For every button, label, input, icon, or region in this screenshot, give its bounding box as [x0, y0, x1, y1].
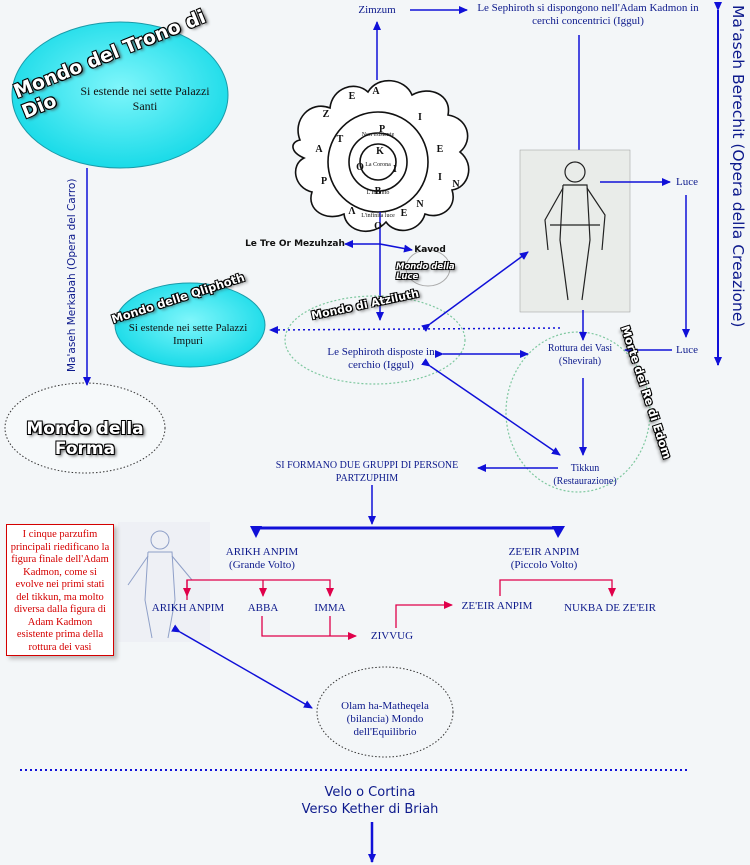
olam-ellipse — [316, 666, 454, 758]
circle-letter: Ι — [393, 164, 397, 175]
sephiroth-circle-drawing — [292, 79, 470, 232]
sephiroth-iggul-label: Le Sephiroth si dispongono nell'Adam Kad… — [477, 2, 699, 27]
bracket-right-tip — [552, 526, 565, 538]
circle-letter: Ο — [356, 162, 364, 173]
circle-letter: Α — [315, 144, 323, 155]
circle-letter: Ε — [400, 208, 408, 219]
gruppi-label: SI FORMANO DUE GRUPPI DI PERSONE PARTZUP… — [275, 460, 459, 484]
morte-ellipse — [505, 331, 651, 493]
circle-letter: Κ — [376, 146, 384, 157]
zeeir-label: ZE'EIR ANPIM — [461, 600, 533, 612]
circle-letter: Λ — [348, 206, 356, 217]
arikh-label: ARIKH ANPIM — [151, 602, 225, 614]
circle-letter: Β — [374, 186, 382, 197]
parzufim-note: I cinque parzufim principali riedificano… — [6, 524, 114, 656]
circle-inner-bottom: L'infinita luce — [361, 213, 395, 219]
olam-label: Olam ha-Matheqela (bilancia) Mondo dell'… — [341, 700, 429, 738]
arikh-grande-label: ARIKH ANPIM (Grande Volto) — [225, 546, 299, 571]
mondo-luce-label: Mondo della Luce — [396, 262, 455, 282]
zimzum-label: Zimzum — [358, 4, 396, 16]
imma-label: IMMA — [314, 602, 346, 614]
berechit-label: Ma'aseh Berechit (Opera della Creazione) — [729, 5, 747, 328]
tikkun-label: Tikkun (Restaurazione) — [553, 463, 617, 487]
abba-label: ABBA — [247, 602, 279, 614]
circle-letter: Ε — [348, 91, 356, 102]
zeeir-piccolo-label: ZE'EIR ANPIM (Piccolo Volto) — [508, 546, 580, 571]
forma-title: Mondo della Forma — [26, 419, 144, 459]
atziluth-ellipse — [284, 295, 466, 385]
rottura-label: Rottura dei Vasi (Shevirah) — [547, 343, 613, 367]
zivvug-label: ZIVVUG — [370, 630, 414, 642]
circle-letter: Ρ — [320, 176, 328, 187]
circle-letter: Ρ — [378, 124, 386, 135]
arrow-sephiroth-tikkun — [421, 358, 561, 456]
qliphoth-text: Si estende nei sette Palazzi Impuri — [128, 322, 248, 347]
circle-letter: Ο — [374, 221, 382, 232]
circle-letter: Ν — [416, 199, 424, 210]
sephiroth-cerchio-label: Le Sephiroth disposte in cerchio (Iggul) — [327, 346, 435, 371]
adam-kadmon-figure — [519, 149, 631, 313]
circle-letter: Τ — [336, 134, 344, 145]
luce-label-1: Luce — [676, 176, 698, 188]
trono-ellipse — [11, 21, 229, 169]
kether-label: Verso Kether di Briah — [301, 802, 439, 817]
circle-letter: Ε — [436, 144, 444, 155]
arrow-kavod — [379, 243, 413, 253]
luce-label-2: Luce — [676, 344, 698, 356]
circle-letter: Α — [372, 86, 380, 97]
bracket-left-tip — [250, 526, 262, 538]
trono-text: Si estende nei sette Palazzi Santi — [80, 84, 210, 113]
circle-inner-center: La Corona — [365, 162, 391, 168]
arrow-atz-adam — [421, 251, 529, 332]
circle-letter: Ι — [438, 172, 442, 183]
nukba-label: NUKBA DE ZE'EIR — [564, 602, 656, 614]
dotted-qliphoth — [269, 325, 561, 334]
forma-ellipse — [4, 382, 166, 474]
circle-inner-mid: L'Infinito — [366, 190, 390, 196]
qliphoth-ellipse — [114, 282, 266, 368]
circle-letter: Ν — [452, 179, 460, 190]
circle-letter: Ι — [418, 112, 422, 123]
tre-or-label: Le Tre Or Mezuhzah — [245, 239, 345, 249]
merkabah-label: Ma'aseh Merkabah (Opera del Carro) — [66, 178, 78, 372]
circle-letter: Ζ — [322, 109, 330, 120]
arrow-arikh-olam — [171, 624, 313, 709]
arikh-figure — [118, 522, 210, 642]
kavod-label: Kavod — [414, 245, 446, 255]
circle-inner-top: Non esistente — [361, 132, 395, 138]
velo-label: Velo o Cortina — [324, 785, 416, 800]
